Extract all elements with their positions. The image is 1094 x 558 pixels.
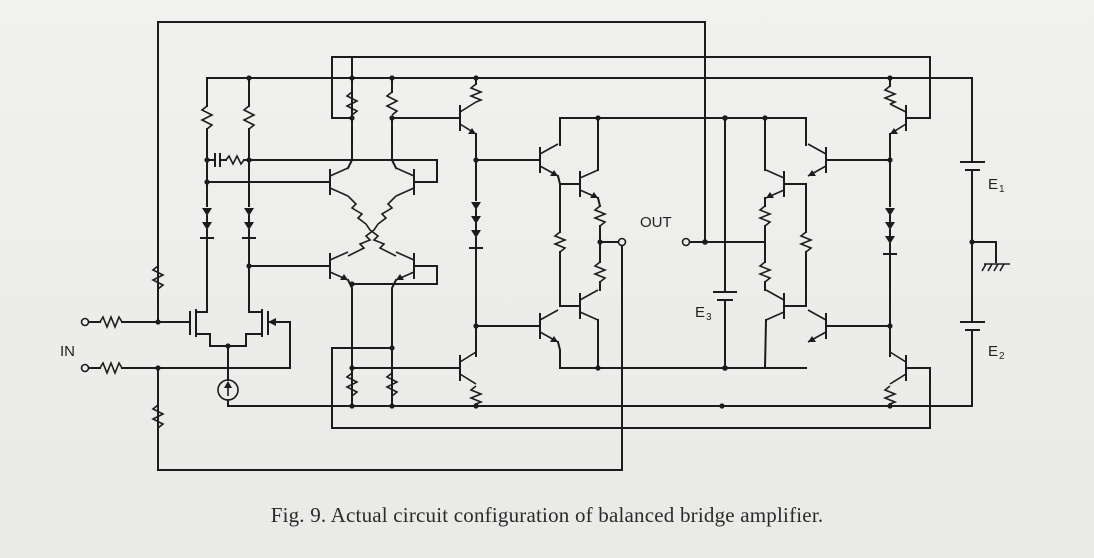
driver-column-left — [459, 77, 541, 407]
e2-label: E — [988, 343, 998, 360]
output-terminals — [681, 237, 766, 247]
lower-load-resistors — [331, 347, 461, 397]
e2-subscript: 2 — [999, 351, 1005, 362]
junction-dots — [155, 75, 975, 409]
feedback-loop-top — [157, 21, 706, 323]
input-label: IN — [60, 343, 75, 360]
inner-rail-bottom — [331, 347, 931, 429]
driver-column-right — [882, 77, 931, 407]
feedback-resistor-upper — [151, 265, 165, 290]
e1-subscript: 1 — [999, 184, 1005, 195]
feedback-resistor-lower — [151, 404, 165, 429]
output-stage-right — [719, 117, 891, 370]
e3-subscript: 3 — [706, 312, 712, 323]
output-stage-left — [539, 117, 721, 369]
ground-symbol — [971, 241, 1010, 272]
input-differential-pair — [189, 299, 291, 381]
inner-rail-top — [331, 56, 931, 119]
feedback-loop-bottom — [157, 241, 623, 471]
bridge-amplifier-schematic: IN OUT E 1 E 2 E 3 — [60, 21, 1010, 471]
e1-label: E — [988, 176, 998, 193]
battery-e1 — [960, 161, 985, 331]
compensation-network — [206, 153, 438, 183]
output-label: OUT — [640, 214, 672, 231]
current-source — [217, 379, 239, 407]
cross-coupled-stage — [248, 56, 438, 407]
positive-rail — [206, 77, 973, 161]
e3-label: E — [695, 304, 705, 321]
figure-caption: Fig. 9. Actual circuit configuration of … — [270, 503, 824, 527]
left-bias-column-a — [200, 77, 214, 301]
input-terminals — [80, 314, 291, 376]
